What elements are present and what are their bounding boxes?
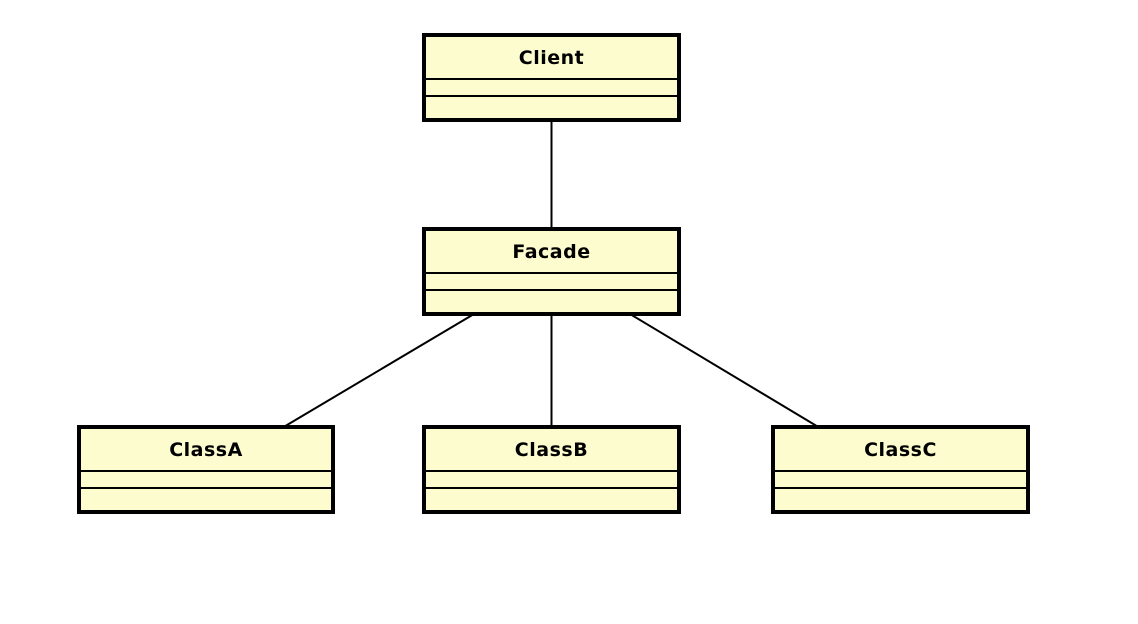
methods-compartment-classa xyxy=(81,489,331,510)
methods-compartment-classc xyxy=(775,489,1026,510)
class-box-classc: ClassC xyxy=(771,425,1030,514)
methods-compartment-client xyxy=(426,97,677,118)
class-name-facade: Facade xyxy=(426,231,677,274)
methods-compartment-facade xyxy=(426,291,677,312)
class-box-classa: ClassA xyxy=(77,425,335,514)
class-name-classb: ClassB xyxy=(426,429,677,472)
attributes-compartment-classc xyxy=(775,472,1026,489)
attributes-compartment-classb xyxy=(426,472,677,489)
class-box-facade: Facade xyxy=(422,227,681,316)
class-box-classb: ClassB xyxy=(422,425,681,514)
class-box-client: Client xyxy=(422,33,681,122)
class-name-client: Client xyxy=(426,37,677,80)
attributes-compartment-client xyxy=(426,80,677,97)
edge-facade-classa xyxy=(281,313,475,429)
class-name-classc: ClassC xyxy=(775,429,1026,472)
class-name-classa: ClassA xyxy=(81,429,331,472)
attributes-compartment-facade xyxy=(426,274,677,291)
methods-compartment-classb xyxy=(426,489,677,510)
edge-facade-classc xyxy=(629,313,821,429)
attributes-compartment-classa xyxy=(81,472,331,489)
